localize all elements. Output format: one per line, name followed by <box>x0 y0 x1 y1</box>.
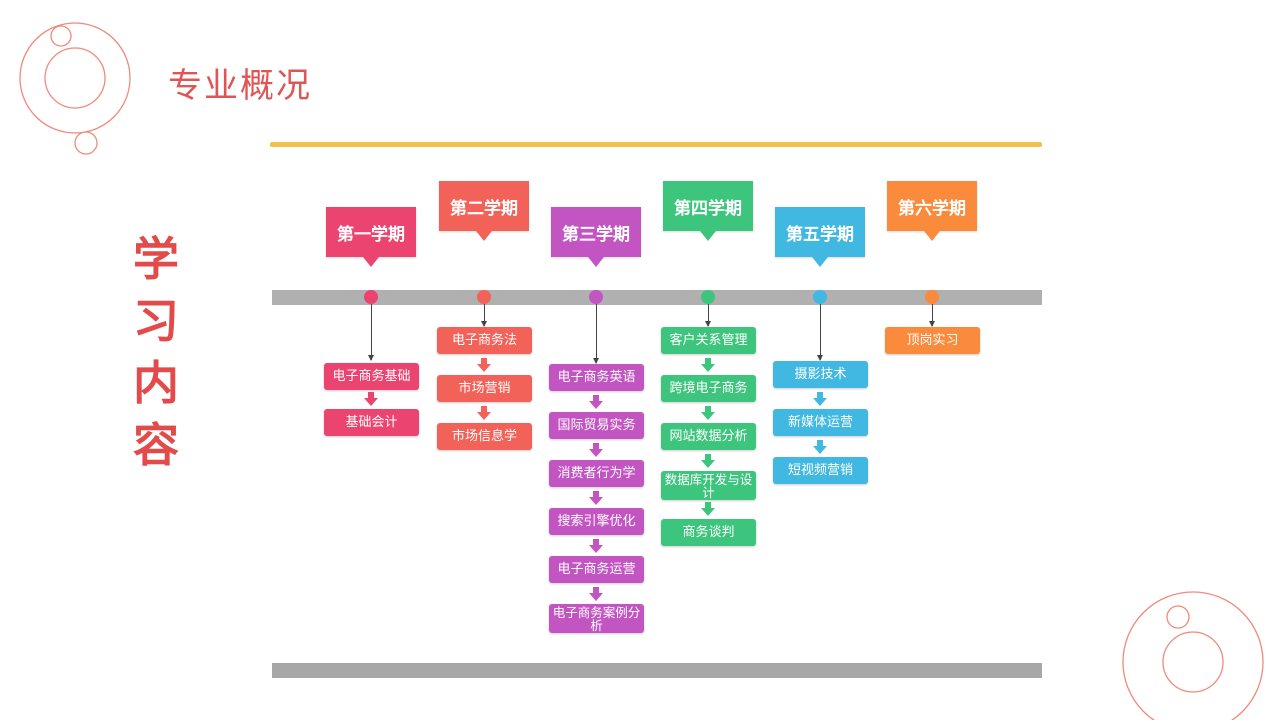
down-arrow-icon <box>701 406 715 420</box>
down-arrow-icon <box>589 539 603 553</box>
down-arrow-icon <box>589 587 603 601</box>
timeline-node-3 <box>589 290 603 304</box>
timeline-bar <box>272 290 1042 305</box>
outer-ring-icon <box>1122 591 1264 720</box>
semester-label-4: 第四学期 <box>663 181 753 241</box>
course-box: 新媒体运营 <box>773 409 868 436</box>
course-box: 网站数据分析 <box>661 423 756 450</box>
semester-label-2: 第二学期 <box>439 181 529 241</box>
course-box: 商务谈判 <box>661 519 756 546</box>
course-box: 数据库开发与设计 <box>661 471 756 500</box>
course-box: 消费者行为学 <box>549 460 644 487</box>
down-arrow-icon <box>813 440 827 454</box>
connector-arrow <box>368 304 374 361</box>
timeline-node-6 <box>925 290 939 304</box>
course-box: 跨境电子商务 <box>661 375 756 402</box>
course-box: 短视频营销 <box>773 457 868 484</box>
course-box: 电子商务运营 <box>549 556 644 583</box>
down-arrow-icon <box>701 358 715 372</box>
timeline-node-2 <box>477 290 491 304</box>
small-ring-icon <box>50 25 72 47</box>
bottom-divider <box>272 663 1042 678</box>
down-arrow-icon <box>589 491 603 505</box>
connector-arrow <box>705 304 711 327</box>
small-ring-icon <box>74 131 98 155</box>
course-box: 市场营销 <box>437 375 532 402</box>
inner-ring-icon <box>44 47 106 109</box>
down-arrow-icon <box>477 358 491 372</box>
course-box: 基础会计 <box>324 409 419 436</box>
semester-label-6: 第六学期 <box>887 181 977 241</box>
semester-label-5: 第五学期 <box>775 207 865 267</box>
timeline-node-5 <box>813 290 827 304</box>
course-box: 电子商务案例分析 <box>549 604 644 633</box>
down-arrow-icon <box>701 502 715 516</box>
down-arrow-icon <box>589 395 603 409</box>
page-title: 专业概况 <box>168 66 312 106</box>
outer-ring-icon <box>19 22 131 134</box>
timeline-node-1 <box>364 290 378 304</box>
connector-arrow <box>929 304 935 327</box>
semester-label-3: 第三学期 <box>551 207 641 267</box>
course-box: 电子商务基础 <box>324 363 419 390</box>
down-arrow-icon <box>701 454 715 468</box>
timeline-node-4 <box>701 290 715 304</box>
down-arrow-icon <box>477 406 491 420</box>
course-box: 顶岗实习 <box>885 327 980 354</box>
connector-arrow <box>481 304 487 327</box>
ring-group-bottom-right <box>1122 591 1264 720</box>
top-divider <box>270 142 1042 147</box>
course-box: 电子商务英语 <box>549 364 644 391</box>
course-box: 客户关系管理 <box>661 327 756 354</box>
down-arrow-icon <box>813 392 827 406</box>
down-arrow-icon <box>364 392 378 406</box>
connector-arrow <box>593 304 599 364</box>
ring-group-top-left <box>19 22 131 155</box>
semester-label-1: 第一学期 <box>326 207 416 267</box>
course-box: 摄影技术 <box>773 361 868 388</box>
small-ring-icon <box>1166 605 1190 629</box>
inner-ring-icon <box>1162 631 1224 693</box>
side-vertical-label: 学习内容 <box>133 232 179 472</box>
course-box: 国际贸易实务 <box>549 412 644 439</box>
connector-arrow <box>817 304 823 361</box>
down-arrow-icon <box>589 443 603 457</box>
course-box: 搜索引擎优化 <box>549 508 644 535</box>
course-box: 市场信息学 <box>437 423 532 450</box>
course-box: 电子商务法 <box>437 327 532 354</box>
